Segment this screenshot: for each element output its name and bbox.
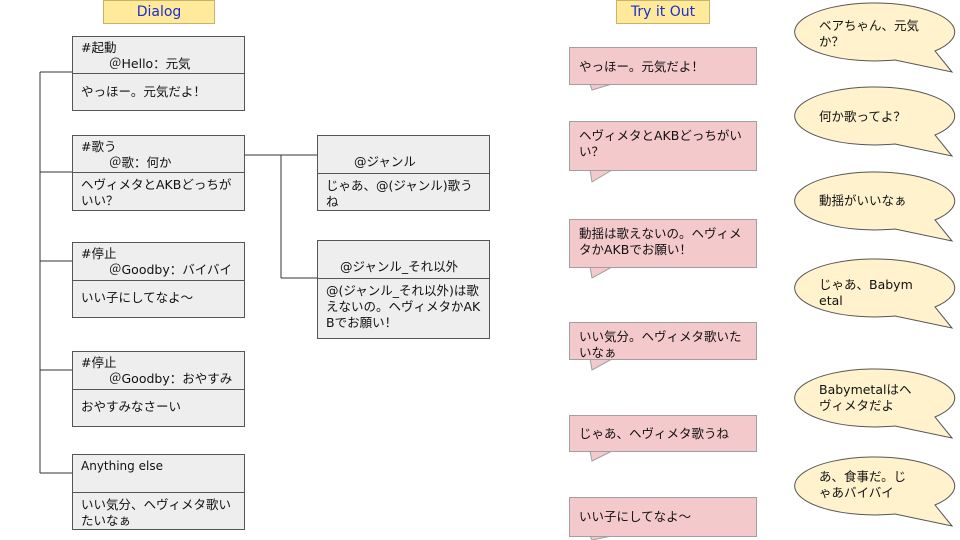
node-header: @ジャンル_それ以外 (318, 241, 489, 279)
child-node-1[interactable]: @ジャンル じゃあ、@(ジャンル)歌うね (317, 135, 490, 211)
node-intent: #起動 (81, 40, 117, 55)
user-bubble-shape-5 (794, 368, 956, 439)
user-message-6: あ、食事だ。じゃあバイバイ (819, 469, 907, 500)
node-intent: Anything else (81, 459, 163, 473)
bot-tail-1 (589, 83, 613, 91)
user-bubble-shape-3 (794, 171, 956, 242)
bot-message-3: 動揺は歌えないの。ヘヴィメタかAKBでお願い！ (569, 219, 757, 268)
bot-message-5: じゃあ、ヘヴィメタ歌うね (569, 415, 757, 452)
node-response: いい気分、ヘヴィメタ歌いたいなぁ (81, 497, 232, 528)
child-node-2[interactable]: @ジャンル_それ以外 @(ジャンル_それ以外)は歌えないの。ヘヴィメタかAKBで… (317, 240, 490, 339)
dialog-title: Dialog (103, 0, 215, 24)
bot-message-4: いい気分。ヘヴィメタ歌いたいなぁ (569, 322, 757, 360)
node-header: #停止 ＠Goodby：バイバイ (73, 243, 244, 281)
node-response: @(ジャンル_それ以外)は歌えないの。ヘヴィメタかAKBでお願い！ (326, 283, 481, 330)
bot-tail-4 (589, 358, 613, 371)
bot-message-1: やっほー。元気だよ！ (569, 47, 757, 85)
bot-tail-5 (589, 450, 613, 462)
user-bubble-shape-2 (794, 86, 956, 157)
node-intent: #停止 (81, 246, 117, 261)
node-intent: #歌う (81, 139, 117, 154)
node-header: #歌う ＠歌：何か (73, 136, 244, 173)
dialog-node-2[interactable]: #歌う ＠歌：何か ヘヴィメタとAKBどっちがいい？ (72, 135, 245, 211)
user-message-1: ベアちゃん、元気か？ (819, 18, 920, 49)
user-bubble-shape-6 (794, 456, 956, 527)
bot-message-2: ヘヴィメタとAKBどっちがいい？ (569, 121, 757, 171)
dialog-node-4[interactable]: #停止 ＠Goodby：おやすみ おやすみなさーい (72, 351, 245, 427)
user-message-3: 動揺がいいなぁ (819, 193, 907, 208)
bot-tail-2 (589, 169, 613, 183)
dialog-node-3[interactable]: #停止 ＠Goodby：バイバイ いい子にしてなよ〜 (72, 242, 245, 318)
node-condition: @ジャンル_それ以外 (340, 259, 459, 274)
bot-message-6: いい子にしてなよ〜 (569, 497, 757, 537)
node-header: #起動 ＠Hello：元気 (73, 37, 244, 74)
node-condition: ＠歌：何か (109, 155, 172, 170)
node-intent: #停止 (81, 355, 117, 370)
user-message-4: じゃあ、Babymetal (819, 277, 913, 308)
node-condition: ＠Goodby：おやすみ (109, 371, 233, 386)
node-condition: @ジャンル (354, 154, 416, 169)
dialog-node-5[interactable]: Anything else いい気分、ヘヴィメタ歌いたいなぁ (72, 454, 245, 530)
node-condition: ＠Goodby：バイバイ (109, 262, 232, 277)
node-header: #停止 ＠Goodby：おやすみ (73, 352, 244, 390)
node-header: @ジャンル (318, 136, 489, 174)
node-response: やっほー。元気だよ！ (81, 84, 206, 99)
user-bubble-shape-4 (794, 258, 956, 329)
bot-tail-6 (589, 535, 613, 540)
user-message-5: Babymetalはヘヴィメタだよ (819, 382, 912, 413)
dialog-node-1[interactable]: #起動 ＠Hello：元気 やっほー。元気だよ！ (72, 36, 245, 111)
node-header: Anything else (73, 455, 244, 493)
user-message-2: 何か歌ってよ？ (819, 109, 906, 124)
node-condition: ＠Hello：元気 (109, 56, 191, 71)
node-response: いい子にしてなよ〜 (81, 290, 194, 305)
bot-tail-3 (589, 266, 613, 279)
try-it-out-title: Try it Out (616, 0, 710, 24)
node-response: じゃあ、@(ジャンル)歌うね (326, 178, 473, 209)
node-response: おやすみなさーい (81, 399, 182, 414)
user-bubble-shape-1 (794, 2, 956, 73)
node-response: ヘヴィメタとAKBどっちがいい？ (81, 177, 232, 208)
